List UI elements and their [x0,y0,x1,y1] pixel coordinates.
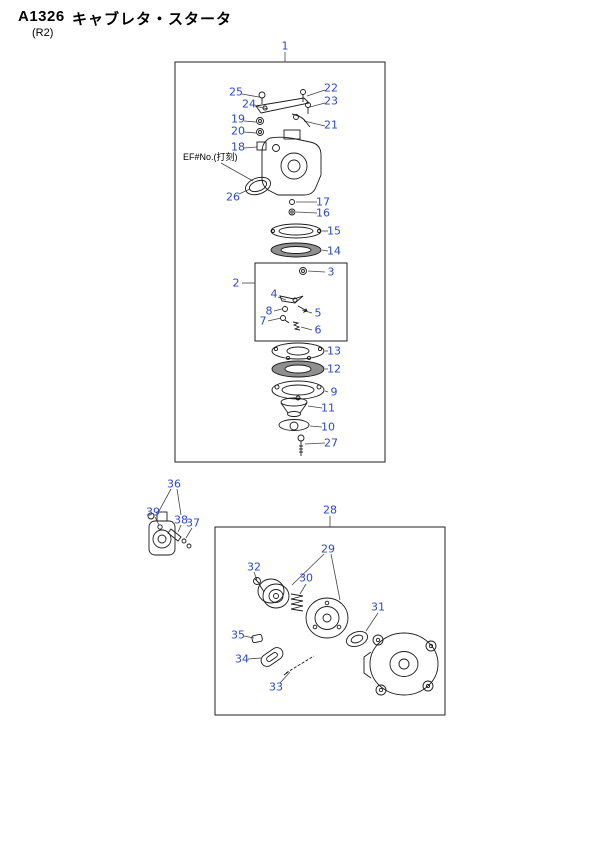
callout-8: 8 [265,304,273,318]
page-title: キャブレタ・スタータ [72,11,233,28]
primer-pump-art [147,511,192,556]
callout-19: 19 [231,112,245,126]
callout-32: 32 [247,560,261,574]
callout-26: 26 [226,190,240,204]
callout-9: 9 [330,385,338,399]
callout-13: 13 [327,344,341,358]
starter-assembly-art [251,577,439,696]
callout-23: 23 [324,94,338,108]
callout-25: 25 [229,85,243,99]
callout-34: 34 [235,652,249,666]
callout-20: 20 [231,124,245,138]
carburetor-assembly-art [245,89,325,456]
callout-1: 1 [281,39,289,53]
callout-21: 21 [324,118,338,132]
metering-parts-box [254,262,348,342]
callout-10: 10 [321,420,335,434]
callout-14: 14 [327,244,341,258]
callout-3: 3 [327,265,335,279]
callout-4: 4 [270,287,278,301]
callout-6: 6 [314,323,322,337]
page-revision: (R2) [32,27,54,39]
stamp-label: EF#No.(打刻) [183,152,238,162]
callout-2: 2 [232,276,240,290]
callout-31: 31 [371,600,385,614]
callout-11: 11 [321,401,335,415]
callout-29: 29 [321,542,335,556]
callout-39: 39 [146,505,160,519]
callout-16: 16 [316,206,330,220]
callout-28: 28 [323,503,337,517]
callout-36: 36 [167,477,181,491]
callout-22: 22 [324,81,338,95]
callout-17: 17 [316,195,330,209]
callout-5: 5 [314,306,322,320]
callout-37: 37 [186,516,200,530]
callout-35: 35 [231,628,245,642]
callout-30: 30 [299,571,313,585]
leader-lines [154,52,379,684]
page-code: A1326 [18,8,65,25]
callout-38: 38 [174,513,188,527]
callout-7: 7 [259,314,267,328]
callout-24: 24 [242,97,256,111]
callout-33: 33 [269,680,283,694]
callout-27: 27 [324,436,338,450]
carburetor-box [174,61,386,463]
callout-18: 18 [231,140,245,154]
callout-12: 12 [327,362,341,376]
callout-15: 15 [327,224,341,238]
